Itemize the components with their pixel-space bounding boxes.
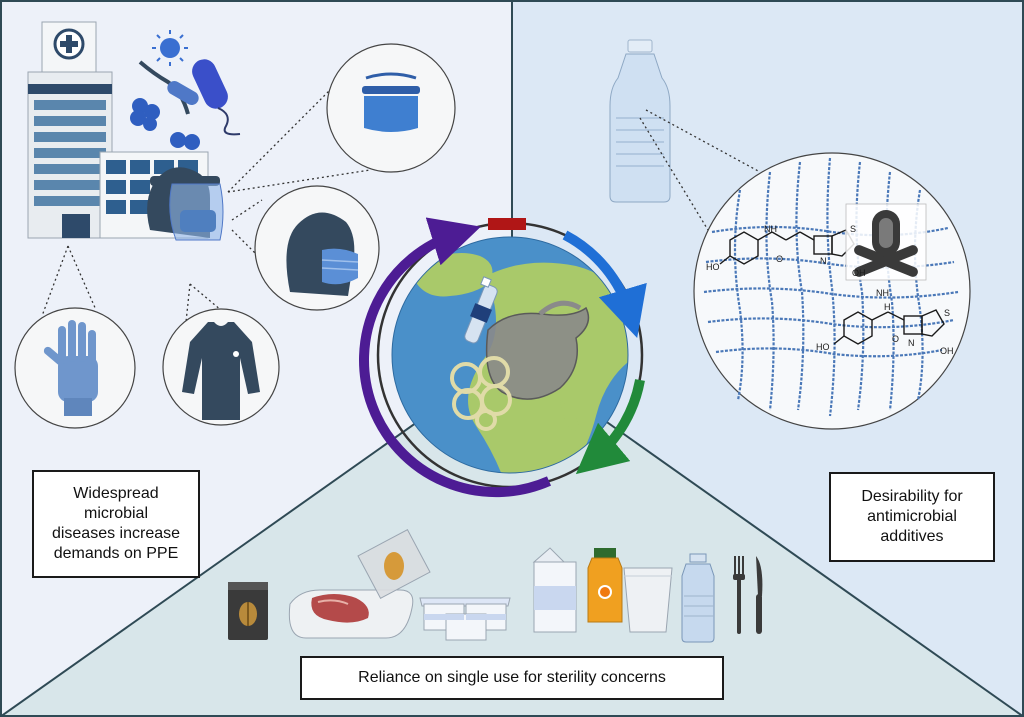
virus-icon <box>152 30 188 66</box>
plastic-bottle-earth-icon <box>464 276 498 344</box>
mol-h-bottom: H <box>884 302 891 312</box>
plastic-cup-icon <box>623 567 673 633</box>
hospital-icon <box>27 21 209 239</box>
mol-n-bottom: N <box>908 338 915 348</box>
mask-icon <box>286 212 359 296</box>
mol-s-bottom: S <box>944 308 950 318</box>
molecule-circle: HO NH O N S OH HO H N O S OH NH <box>693 152 971 430</box>
mol-ho-top: HO <box>706 262 720 272</box>
snack-bag-icon <box>357 528 431 600</box>
ring-red-segment <box>488 218 526 230</box>
yogurt-cups-icon <box>419 597 511 641</box>
knife-icon <box>756 556 763 634</box>
mol-o-bottom: O <box>892 334 899 344</box>
mol-n-top: N <box>820 256 827 266</box>
ring-purple-segment <box>359 217 552 498</box>
plastic-bag-icon <box>485 300 590 400</box>
mol-s-top: S <box>850 224 856 234</box>
face-shield-icon <box>362 72 420 132</box>
coffee-bag-icon <box>228 582 268 640</box>
ring-green-segment <box>575 379 645 475</box>
molecule-structure-bottom <box>833 309 945 345</box>
mask-circle <box>254 185 380 311</box>
gown-icon <box>182 322 260 420</box>
bacterium-crossbones-icon <box>854 210 918 277</box>
face-shield-circle <box>326 43 456 173</box>
cycle-ring <box>359 217 647 498</box>
dotted-connectors-right <box>639 109 761 231</box>
molecule-labels: HO NH O N S OH HO H N O S OH NH <box>706 224 954 356</box>
juice-bottle-icon <box>587 548 623 623</box>
glove-icon <box>43 320 98 416</box>
water-bottle-icon <box>681 553 715 643</box>
single-use-label: Reliance on single use for sterility con… <box>300 656 724 700</box>
mol-nh-top: NH <box>764 224 777 234</box>
meat-tray-icon <box>288 589 414 639</box>
bacteria-icon <box>130 59 241 150</box>
fork-icon <box>733 556 745 634</box>
mol-nh2-label: NH <box>876 288 889 298</box>
ring-blue-segment <box>562 230 647 338</box>
six-pack-rings-icon <box>450 356 512 431</box>
mol-oh-top: OH <box>852 268 866 278</box>
mol-oh-bottom: OH <box>940 346 954 356</box>
face-shield-person-icon <box>147 167 224 241</box>
mol-o-top: O <box>776 254 783 264</box>
milk-carton-icon <box>532 547 577 633</box>
ppe-demand-label: Widespread microbial diseases increase d… <box>32 470 200 578</box>
glove-circle <box>14 307 136 429</box>
mol-ho-bottom: HO <box>816 342 830 352</box>
bottle-icon <box>609 39 671 203</box>
antimicrobial-label: Desirability for antimicrobial additives <box>829 472 995 562</box>
molecule-structure-top <box>719 229 855 265</box>
gown-circle <box>162 308 280 426</box>
